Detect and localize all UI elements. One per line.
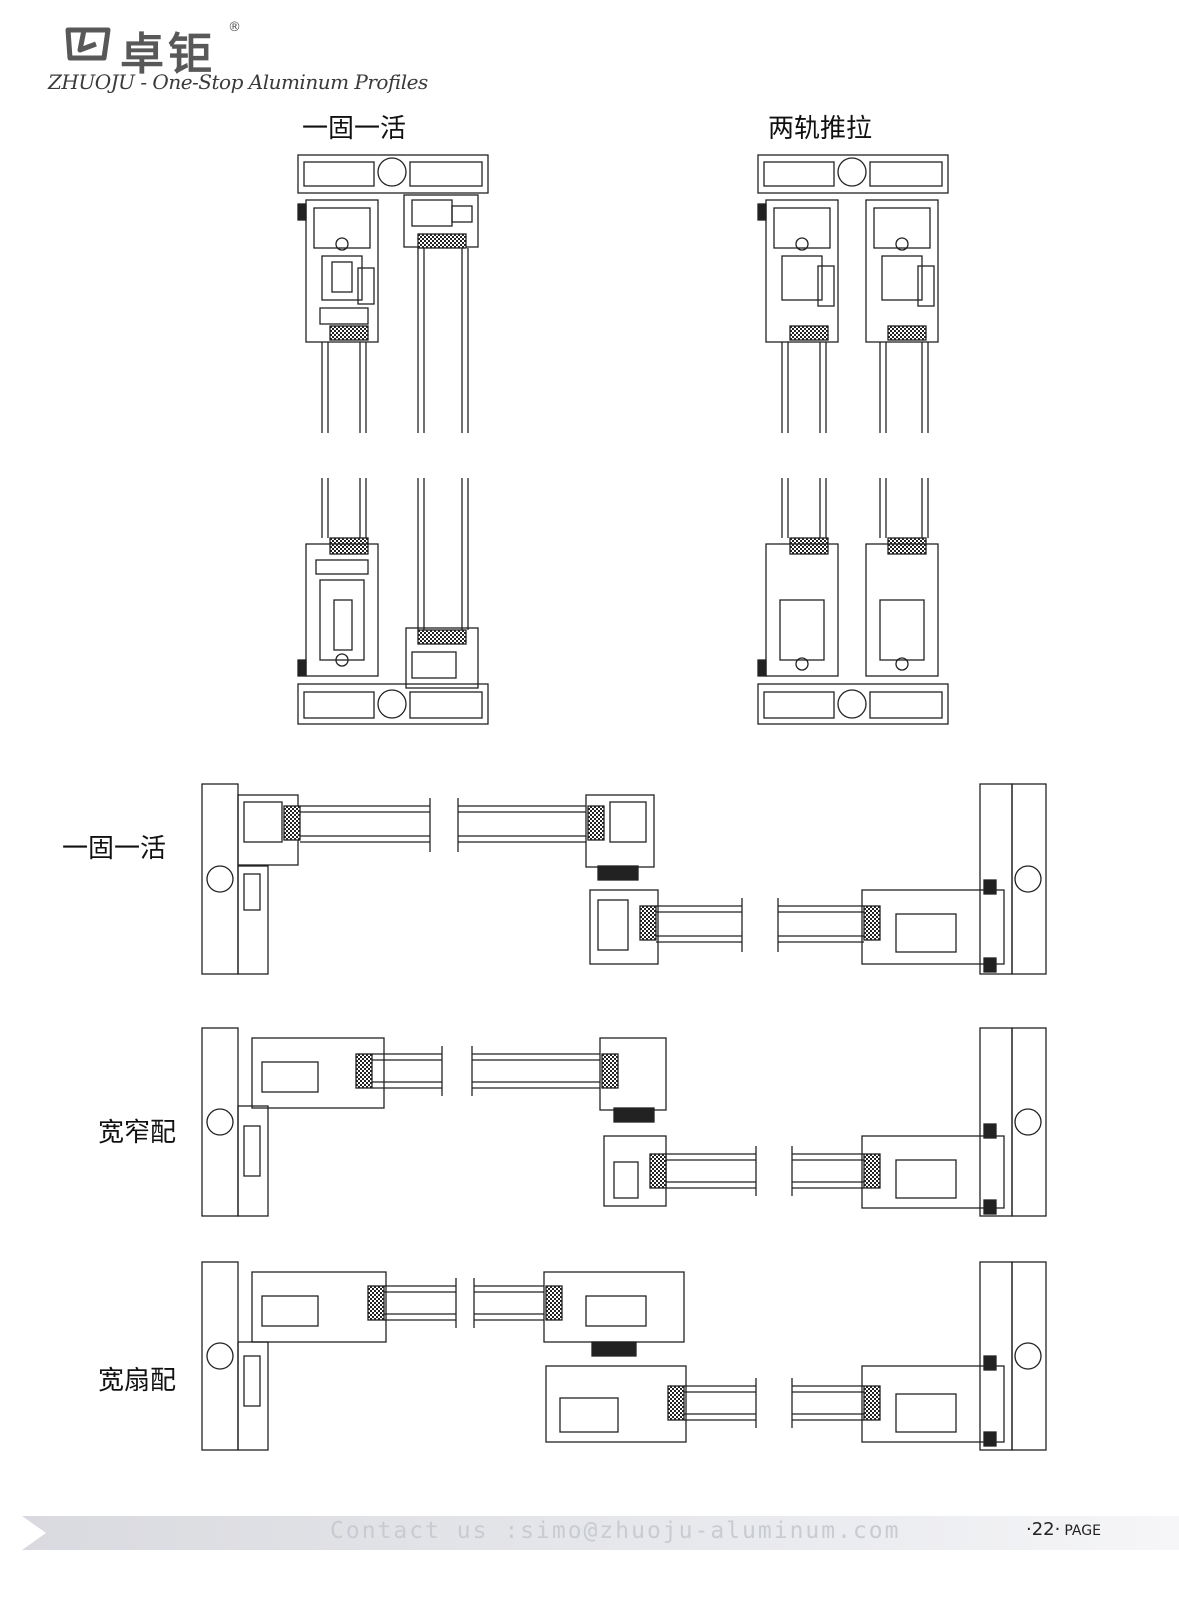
registered-mark: ® <box>228 20 241 35</box>
title-fixed-sliding: 一固一活 <box>302 114 407 144</box>
page-suffix: PAGE <box>1064 1523 1101 1539</box>
contact-email: Contact us :simo@zhuoju-aluminum.com <box>330 1518 901 1544</box>
row-label-wide-sash: 宽扇配 <box>98 1366 177 1396</box>
row-label-wide-narrow: 宽窄配 <box>98 1118 177 1148</box>
horizontal-section-row3 <box>201 1261 1047 1451</box>
vertical-section-fixed-sliding <box>297 154 489 725</box>
footer-arrow-icon <box>22 1516 46 1550</box>
page-number: ·22·PAGE <box>1026 1519 1101 1540</box>
horizontal-section-row1 <box>201 783 1047 975</box>
footer-bar <box>22 1516 1179 1550</box>
vertical-section-two-track <box>757 154 949 725</box>
title-two-track-sliding: 两轨推拉 <box>768 114 873 144</box>
horizontal-section-row2 <box>201 1027 1047 1217</box>
row-label-fixed-sliding: 一固一活 <box>62 834 167 864</box>
brand-name: 卓钜 <box>120 29 216 80</box>
brand-tagline: ZHUOJU - One-Stop Aluminum Profiles <box>48 70 428 94</box>
page-number-value: ·22· <box>1026 1519 1061 1540</box>
